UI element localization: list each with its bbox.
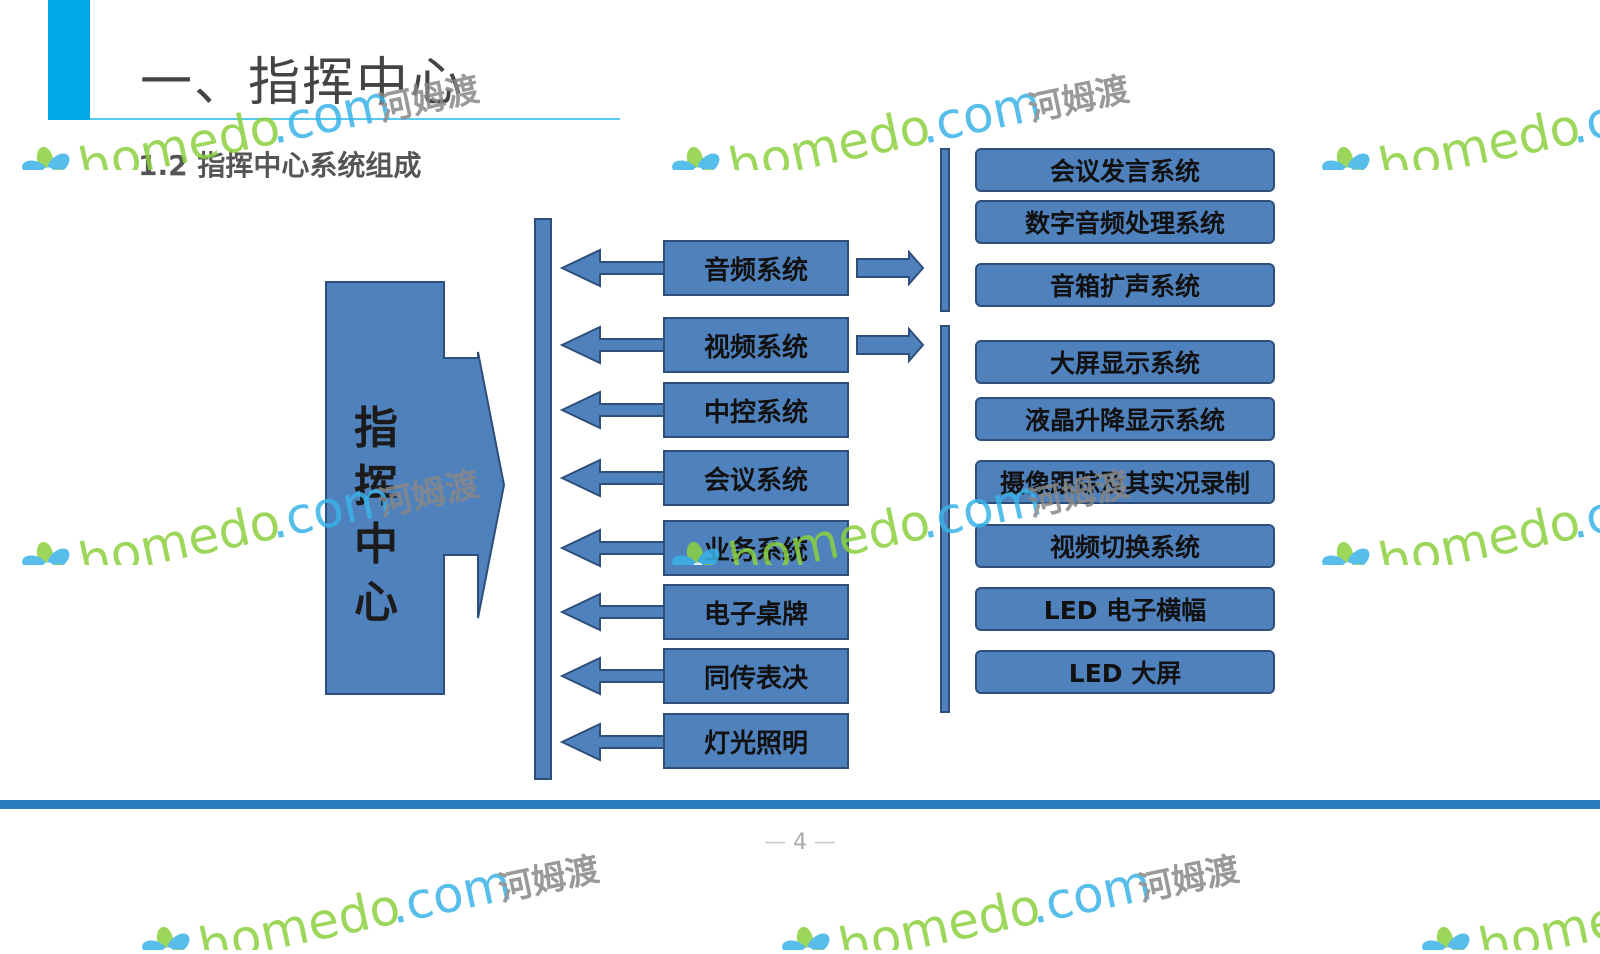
arrow-left-icon	[560, 722, 669, 762]
system-box-e-nameplate: 电子桌牌	[663, 584, 849, 640]
subsystem-arrows	[856, 250, 925, 364]
audio-group-bar	[940, 148, 950, 312]
svg-text:homedo: homedo	[194, 877, 406, 950]
arrow-right-icon	[856, 326, 925, 364]
subsystem-conference-speech: 会议发言系统	[975, 148, 1275, 192]
svg-text:.com: .com	[1024, 853, 1156, 935]
arrow-left-icon	[560, 458, 669, 498]
command-center-char: 中	[354, 519, 398, 570]
subsystem-speaker-amplification: 音箱扩声系统	[975, 263, 1275, 307]
section-subtitle: 1.2 指挥中心系统组成	[138, 149, 422, 182]
arrow-left-icon	[560, 592, 669, 632]
command-center-char: 心	[354, 577, 398, 628]
system-box-audio: 音频系统	[663, 240, 849, 296]
command-center-label: 指 挥 中 心	[328, 400, 424, 632]
subsystem-led-banner: LED 电子横幅	[975, 587, 1275, 631]
svg-text:河姆渡: 河姆渡	[1135, 849, 1240, 909]
svg-text:.com: .com	[1564, 73, 1600, 155]
page-number-value: 4	[793, 830, 807, 855]
arrow-right-icon	[856, 250, 925, 287]
arrow-left-icon	[560, 325, 669, 365]
arrow-left-icon	[560, 656, 669, 696]
title-underline	[90, 118, 620, 120]
command-center-char: 挥	[354, 461, 398, 512]
system-box-conference: 会议系统	[663, 450, 849, 506]
svg-text:homedo: homedo	[1374, 97, 1586, 170]
svg-text:homedo: homedo	[1474, 877, 1600, 950]
video-group-bar	[940, 325, 950, 713]
svg-text:homedo: homedo	[74, 492, 286, 565]
svg-text:.com: .com	[914, 73, 1046, 155]
svg-text:homedo: homedo	[834, 877, 1046, 950]
title-accent-bar	[48, 0, 90, 120]
subsystem-video-switching: 视频切换系统	[975, 524, 1275, 568]
arrow-left-icon	[560, 248, 669, 288]
svg-text:河姆渡: 河姆渡	[495, 849, 600, 909]
system-box-lighting: 灯光照明	[663, 713, 849, 769]
arrow-left-icon	[560, 390, 669, 430]
svg-text:.com: .com	[1564, 468, 1600, 550]
command-center-char: 指	[354, 403, 398, 454]
svg-text:河姆渡: 河姆渡	[1025, 69, 1130, 129]
arrow-left-icon	[560, 528, 669, 568]
subsystem-lcd-lift-display: 液晶升降显示系统	[975, 397, 1275, 441]
svg-text:homedo: homedo	[1374, 492, 1586, 565]
system-arrows	[560, 248, 669, 762]
subsystem-large-screen-display: 大屏显示系统	[975, 340, 1275, 384]
page-title: 一、指挥中心	[140, 53, 465, 113]
svg-text:homedo: homedo	[724, 97, 936, 170]
subsystem-led-large-screen: LED 大屏	[975, 650, 1275, 694]
footer-rule	[0, 800, 1600, 809]
subsystem-camera-tracking-recording: 摄像跟踪及其实况录制	[975, 460, 1275, 504]
page-number: — 4 —	[764, 830, 836, 855]
system-box-video: 视频系统	[663, 317, 849, 373]
system-box-interpretation-voting: 同传表决	[663, 648, 849, 704]
svg-text:.com: .com	[384, 853, 516, 935]
distribution-bar	[534, 218, 552, 780]
subsystem-digital-audio-processing: 数字音频处理系统	[975, 200, 1275, 244]
system-box-central-control: 中控系统	[663, 382, 849, 438]
command-center-arrow	[325, 281, 506, 695]
system-box-business: 业务系统	[663, 520, 849, 576]
